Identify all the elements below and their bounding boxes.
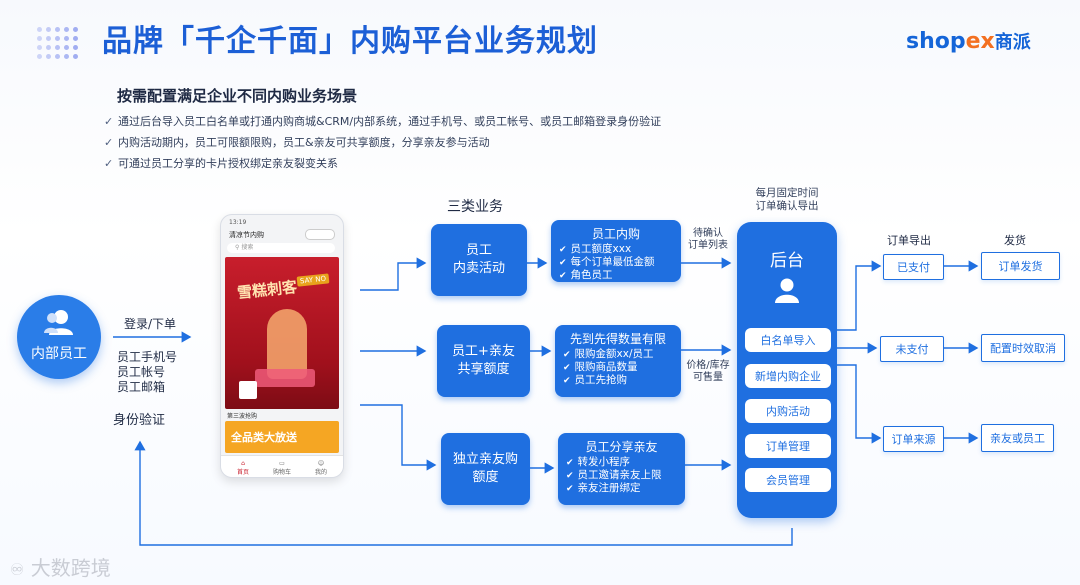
- pending-orders-label: 待确认 订单列表: [688, 228, 728, 251]
- promo-banner[interactable]: 雪糕刺客 SAY NO: [225, 257, 339, 409]
- col-ship-head: 发货: [1004, 234, 1026, 247]
- tab-bar: ⌂首页 ▭购物车 ☺我的: [221, 455, 343, 477]
- dot: [37, 36, 42, 41]
- backend-top-note: 每月固定时间 订单确认导出: [755, 187, 819, 212]
- dot: [64, 54, 69, 59]
- brand-logo: shopex商派: [906, 28, 1031, 54]
- dot: [55, 36, 60, 41]
- backend-item-activity[interactable]: 内购活动: [745, 399, 831, 423]
- dot: [73, 27, 78, 32]
- dot: [37, 54, 42, 59]
- dot: [37, 45, 42, 50]
- dot: [64, 45, 69, 50]
- action-timeout-cancel: 配置时效取消: [981, 334, 1065, 362]
- business-detail-1: 员工内购 员工额度xxx 每个订单最低金额 角色员工: [551, 220, 681, 282]
- cart-icon: ▭: [279, 460, 285, 467]
- section-label: 第三波抢购: [227, 413, 258, 420]
- action-ship-order: 订单发货: [981, 252, 1060, 280]
- tab-cart[interactable]: ▭购物车: [270, 460, 294, 476]
- page-title: 品牌「千企千面」内购平台业务规划: [102, 24, 598, 59]
- dot: [37, 27, 42, 32]
- dot: [55, 54, 60, 59]
- business-detail-2: 先到先得数量有限 限购金额xx/员工 限购商品数量 员工先抢购: [555, 325, 681, 397]
- qr-code-icon: [239, 381, 257, 399]
- business-box-3: 独立亲友购 额度: [441, 433, 530, 505]
- dot: [46, 27, 51, 32]
- user-icon: ☺: [317, 460, 325, 467]
- watermark: ♾ 大数跨境: [10, 556, 111, 580]
- staff-label: 内部员工: [31, 346, 87, 362]
- business-detail-3: 员工分享亲友 转发小程序 员工邀请亲友上限 亲友注册绑定: [558, 433, 685, 505]
- dot: [64, 27, 69, 32]
- backend-item-add-company[interactable]: 新增内购企业: [745, 364, 831, 388]
- home-icon: ⌂: [241, 460, 245, 467]
- business-box-1: 员工 内卖活动: [431, 224, 527, 296]
- staff-node: 内部员工: [17, 295, 101, 379]
- bullet-item: ✓通过后台导入员工白名单或打通内购商城&CRM/内部系统，通过手机号、或员工帐号…: [104, 115, 662, 128]
- login-order-label: 登录/下单: [124, 317, 177, 331]
- check-icon: ✓: [104, 136, 114, 149]
- dot-grid-decoration: [37, 27, 81, 61]
- logo-cn-text: 商派: [994, 32, 1031, 53]
- action-friend-or-staff: 亲友或员工: [981, 424, 1054, 452]
- check-icon: ✓: [104, 157, 114, 170]
- status-order-source: 订单来源: [883, 426, 944, 452]
- dot: [46, 54, 51, 59]
- promo-text: 全品类大放送: [231, 431, 297, 444]
- dot: [73, 45, 78, 50]
- logo-ex-text: ex: [965, 29, 995, 54]
- backend-title: 后台: [770, 251, 804, 271]
- status-time: 13:19: [229, 219, 247, 226]
- user-group-icon: [44, 310, 73, 335]
- tab-home[interactable]: ⌂首页: [231, 460, 255, 476]
- dot: [73, 36, 78, 41]
- banner-figure: [267, 309, 307, 379]
- search-icon: ⚲: [235, 244, 242, 251]
- backend-item-order-management[interactable]: 订单管理: [745, 434, 831, 458]
- status-paid: 已支付: [883, 254, 944, 280]
- banner-headline: 雪糕刺客: [236, 277, 298, 303]
- col-order-export-head: 订单导出: [887, 234, 931, 247]
- business-box-2: 员工+亲友 共享额度: [437, 325, 530, 397]
- bullet-item: ✓内购活动期内，员工可限额限购，员工&亲友可共享额度，分享亲友参与活动: [104, 136, 490, 149]
- dot: [64, 36, 69, 41]
- dot: [55, 27, 60, 32]
- capsule-menu-icon[interactable]: [305, 229, 335, 240]
- dot: [46, 36, 51, 41]
- tab-mine[interactable]: ☺我的: [309, 460, 333, 476]
- identity-verify-label: 身份验证: [113, 413, 166, 428]
- login-methods: 员工手机号 员工帐号 员工邮箱: [117, 350, 178, 394]
- promo-strip[interactable]: 全品类大放送: [225, 421, 339, 453]
- banner-tag: SAY NO: [296, 273, 330, 287]
- backend-panel: 后台 白名单导入 新增内购企业 内购活动 订单管理 会员管理: [737, 222, 837, 518]
- dot: [73, 54, 78, 59]
- dot: [46, 45, 51, 50]
- bullet-item: ✓可通过员工分享的卡片授权绑定亲友裂变关系: [104, 157, 338, 170]
- backend-item-whitelist-import[interactable]: 白名单导入: [745, 328, 831, 352]
- phone-mockup: 13:19 清凉节内购 ⚲ 搜索 雪糕刺客 SAY NO 第三波抢购 全品类大放…: [220, 214, 344, 478]
- app-title: 清凉节内购: [229, 231, 264, 239]
- watermark-logo-icon: ♾: [10, 560, 25, 579]
- backend-item-member-management[interactable]: 会员管理: [745, 468, 831, 492]
- banner-figure-base: [255, 369, 315, 387]
- section-subtitle: 按需配置满足企业不同内购业务场景: [117, 87, 358, 105]
- status-unpaid: 未支付: [880, 336, 944, 362]
- search-input[interactable]: ⚲ 搜索: [227, 243, 335, 253]
- business-heading: 三类业务: [447, 199, 503, 215]
- logo-shop-text: shop: [906, 29, 966, 54]
- admin-user-icon: [775, 278, 799, 303]
- dot: [55, 45, 60, 50]
- check-icon: ✓: [104, 115, 114, 128]
- price-stock-label: 价格/库存 可售量: [686, 360, 730, 383]
